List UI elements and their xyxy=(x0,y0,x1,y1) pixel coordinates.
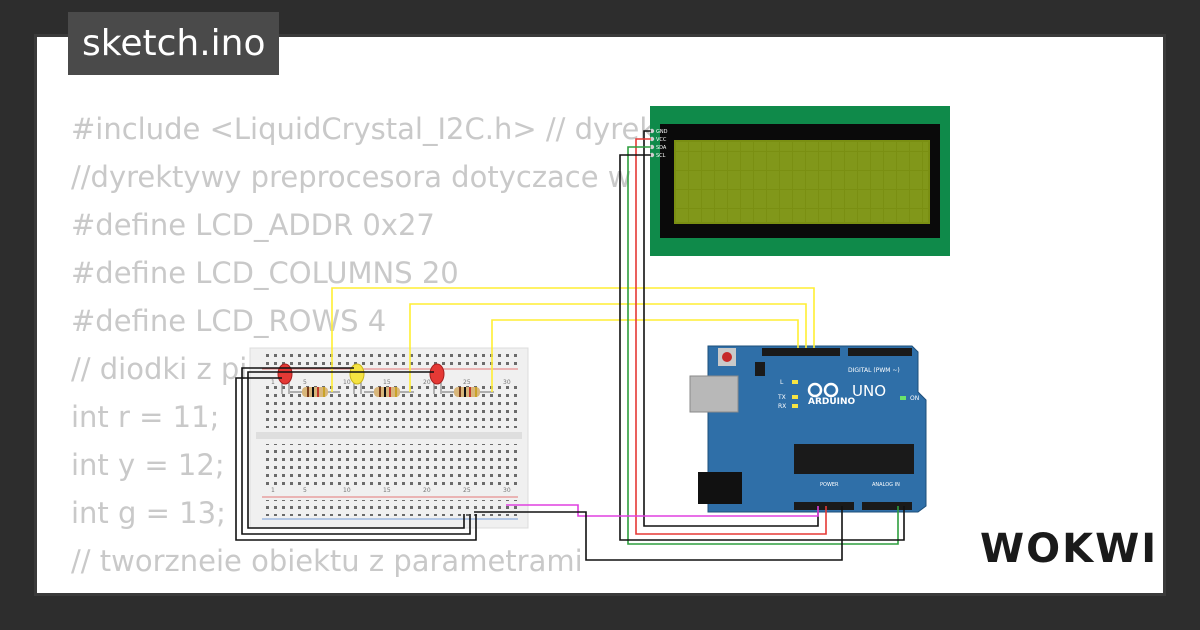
code-line: // tworzneie obiektu z parametrami xyxy=(71,544,583,578)
analog-label: ANALOG IN xyxy=(872,482,900,488)
digital-header-left xyxy=(762,348,840,356)
wire-led-gnd-1 xyxy=(235,377,477,541)
atmega-chip xyxy=(794,444,914,474)
lcd-pin xyxy=(649,152,655,158)
wire-ground-bus xyxy=(474,506,843,561)
power-header xyxy=(794,502,854,510)
lcd-pin-label: SCL xyxy=(656,153,666,159)
bottom-power-rail xyxy=(262,500,518,516)
top-power-rail xyxy=(262,352,518,368)
column-number: 25 xyxy=(463,487,471,494)
lcd-pin-label: SDA xyxy=(656,145,667,151)
led-red-2[interactable] xyxy=(429,363,445,394)
column-number: 10 xyxy=(343,487,351,494)
wire-lcd-scl xyxy=(619,154,905,541)
led-tx xyxy=(792,395,798,399)
icsp-header xyxy=(755,362,765,376)
power-jack xyxy=(698,472,742,504)
reset-button xyxy=(722,352,732,362)
wire-led-gnd-2 xyxy=(241,367,471,535)
code-line: int g = 13; xyxy=(71,496,226,530)
resistor-2[interactable] xyxy=(364,387,414,397)
wire-yellow-2 xyxy=(409,303,807,392)
lcd-pin-label: VCC xyxy=(656,137,667,143)
digital-label: DIGITAL (PWM ~) xyxy=(848,367,900,374)
wire-magenta xyxy=(506,504,819,517)
led-rx xyxy=(792,404,798,408)
arduino-brand: ARDUINO xyxy=(808,397,856,407)
column-number: 15 xyxy=(383,487,391,494)
wire-lcd-sda xyxy=(627,146,899,545)
wire-lcd-gnd xyxy=(643,130,819,527)
lcd-pin xyxy=(649,136,655,142)
arduino-model: UNO xyxy=(852,382,886,400)
digital-header-right xyxy=(848,348,912,356)
power-label: POWER xyxy=(820,482,839,488)
code-line: #include <LiquidCrystal_I2C.h> // dyrek xyxy=(71,112,657,146)
lcd-pin xyxy=(649,144,655,150)
wire-led-gnd-3 xyxy=(247,371,465,529)
code-line: #define LCD_COLUMNS 20 xyxy=(71,256,459,290)
code-line: int y = 12; xyxy=(71,448,225,482)
bottom-terminal-strip xyxy=(262,444,518,488)
column-number: 15 xyxy=(383,379,391,386)
preview-card: #include <LiquidCrystal_I2C.h> // dyrek … xyxy=(34,34,1166,596)
column-number: 5 xyxy=(303,379,307,386)
lcd-char-grid xyxy=(676,142,928,222)
analog-header xyxy=(862,502,912,510)
wires xyxy=(235,130,905,561)
led-l xyxy=(792,380,798,384)
column-number: 1 xyxy=(271,379,275,386)
led-red-1[interactable] xyxy=(277,363,293,394)
column-number: 20 xyxy=(423,487,431,494)
led-yellow[interactable] xyxy=(349,363,365,394)
led-label: L xyxy=(780,379,784,386)
usb-port xyxy=(689,375,739,413)
arduino-uno-board[interactable]: L TX RX ON DIGITAL (PWM ~) ARDUINO UNO P… xyxy=(689,345,927,513)
lcd-pin xyxy=(649,128,655,134)
on-label: ON xyxy=(910,395,919,402)
lcd-display[interactable]: GND VCC SDA SCL xyxy=(649,106,950,256)
code-line: #define LCD_ROWS 4 xyxy=(71,304,387,338)
center-channel xyxy=(256,432,522,439)
wokwi-logo: WOKWI xyxy=(980,526,1159,572)
column-number: 25 xyxy=(463,379,471,386)
wire-yellow-3 xyxy=(491,319,799,392)
code-line: //dyrektywy preprocesora dotyczace w xyxy=(71,160,632,194)
resistor-3[interactable] xyxy=(442,387,494,397)
file-name-tab[interactable]: sketch.ino xyxy=(68,12,280,75)
lcd-pin-label: GND xyxy=(656,129,668,135)
column-number: 30 xyxy=(503,379,511,386)
column-number: 1 xyxy=(271,487,275,494)
code-line: LiquidCrystal_I2C lcd(LCD_ADDR, LCD_COLU… xyxy=(71,585,981,593)
column-number: 30 xyxy=(503,487,511,494)
wire-lcd-vcc xyxy=(635,138,827,535)
infinity-logo xyxy=(807,382,839,398)
led-label: RX xyxy=(778,403,786,410)
wire-yellow-1 xyxy=(331,287,815,392)
column-number: 20 xyxy=(423,379,431,386)
led-label: TX xyxy=(777,394,786,401)
led-on xyxy=(900,396,906,400)
column-number: 5 xyxy=(303,487,307,494)
breadboard[interactable]: 1 5 10 15 20 25 30 1 5 10 15 20 25 30 xyxy=(249,347,529,529)
code-line: #define LCD_ADDR 0x27 xyxy=(71,208,435,242)
code-line: int r = 11; xyxy=(71,400,220,434)
column-number: 10 xyxy=(343,379,351,386)
